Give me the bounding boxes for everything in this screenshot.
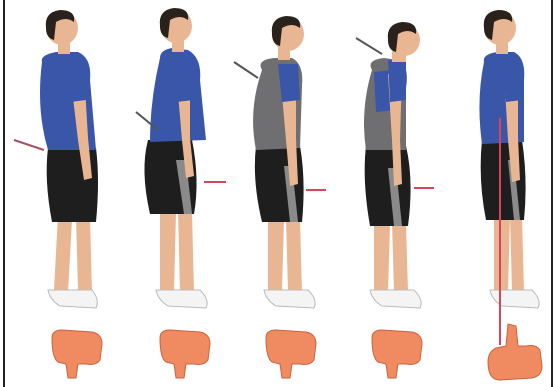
posture-comparison-illustration <box>0 0 556 387</box>
